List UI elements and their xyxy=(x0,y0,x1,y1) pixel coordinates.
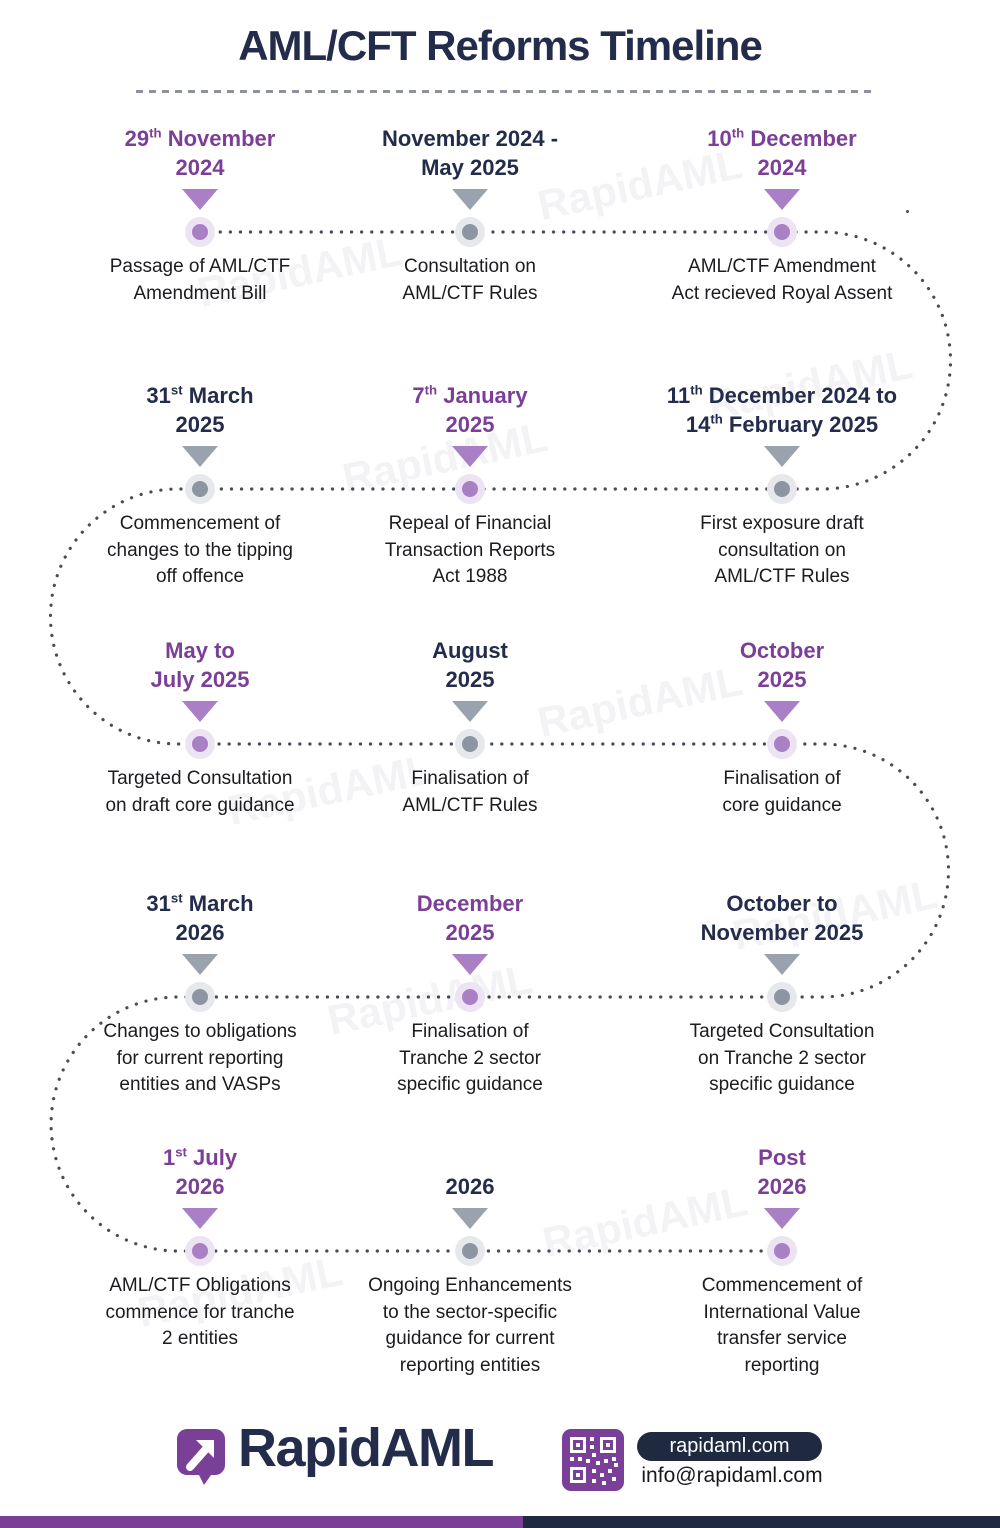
item-description: AML/CTF Obligations commence for tranche… xyxy=(105,1275,295,1349)
arrow-down-icon xyxy=(764,446,800,467)
item-description: First exposure draft consultation on AML… xyxy=(700,513,864,587)
item-description: Finalisation of Tranche 2 sector specifi… xyxy=(397,1021,543,1095)
timeline-dot xyxy=(767,982,797,1012)
page-title: AML/CFT Reforms Timeline xyxy=(238,22,763,69)
item-description: Commencement of changes to the tipping o… xyxy=(107,513,293,587)
arrow-down-icon xyxy=(452,701,488,722)
arrow-down-icon xyxy=(452,954,488,975)
timeline-dot xyxy=(185,729,215,759)
timeline-dot xyxy=(455,217,485,247)
item-description: AML/CTF Amendment Act recieved Royal Ass… xyxy=(671,256,893,304)
title-separator xyxy=(136,90,877,93)
arrow-down-icon xyxy=(182,954,218,975)
timeline-dot xyxy=(455,729,485,759)
timeline-dot xyxy=(185,982,215,1012)
arrow-down-icon xyxy=(764,1208,800,1229)
item-description: Targeted Consultation on Tranche 2 secto… xyxy=(689,1021,875,1095)
arrow-down-icon xyxy=(452,1208,488,1229)
website-link[interactable]: rapidaml.com xyxy=(637,1432,822,1461)
timeline-dot xyxy=(455,1236,485,1266)
rapidaml-logo-icon xyxy=(176,1428,226,1491)
timeline-dot xyxy=(455,474,485,504)
footer-bar-navy xyxy=(523,1516,1000,1528)
arrow-down-icon xyxy=(182,701,218,722)
item-description: Ongoing Enhancements to the sector-speci… xyxy=(368,1275,572,1376)
arrow-down-icon xyxy=(764,189,800,210)
arrow-down-icon xyxy=(182,446,218,467)
item-date: 2026 xyxy=(445,1174,495,1199)
timeline-dot xyxy=(767,729,797,759)
item-description: Repeal of Financial Transaction Reports … xyxy=(384,513,556,587)
qr-code-icon xyxy=(562,1429,624,1496)
item-description: Changes to obligations for current repor… xyxy=(103,1021,297,1095)
item-description: Finalisation of AML/CTF Rules xyxy=(402,768,538,816)
item-date: November 2024 -May 2025 xyxy=(381,126,559,180)
item-description: Commencement of International Value tran… xyxy=(701,1275,863,1376)
timeline-dot xyxy=(767,1236,797,1266)
decorative-dot xyxy=(906,210,909,213)
item-description: Targeted Consultation on draft core guid… xyxy=(105,768,295,816)
arrow-down-icon xyxy=(452,189,488,210)
item-description: Passage of AML/CTF Amendment Bill xyxy=(109,256,291,304)
footer-bar-purple xyxy=(0,1516,523,1528)
timeline-dot xyxy=(185,474,215,504)
arrow-down-icon xyxy=(182,1208,218,1229)
brand-name: RapidAML xyxy=(238,1418,494,1478)
item-description: Finalisation of core guidance xyxy=(722,768,842,816)
item-description: Consultation on AML/CTF Rules xyxy=(402,256,538,304)
email-link[interactable]: info@rapidaml.com xyxy=(641,1464,823,1487)
arrow-down-icon xyxy=(452,446,488,467)
arrow-down-icon xyxy=(764,954,800,975)
timeline-dot xyxy=(767,217,797,247)
arrow-down-icon xyxy=(764,701,800,722)
timeline-dot xyxy=(185,1236,215,1266)
timeline-dot xyxy=(185,217,215,247)
arrow-down-icon xyxy=(182,189,218,210)
timeline-dot xyxy=(455,982,485,1012)
timeline-dot xyxy=(767,474,797,504)
